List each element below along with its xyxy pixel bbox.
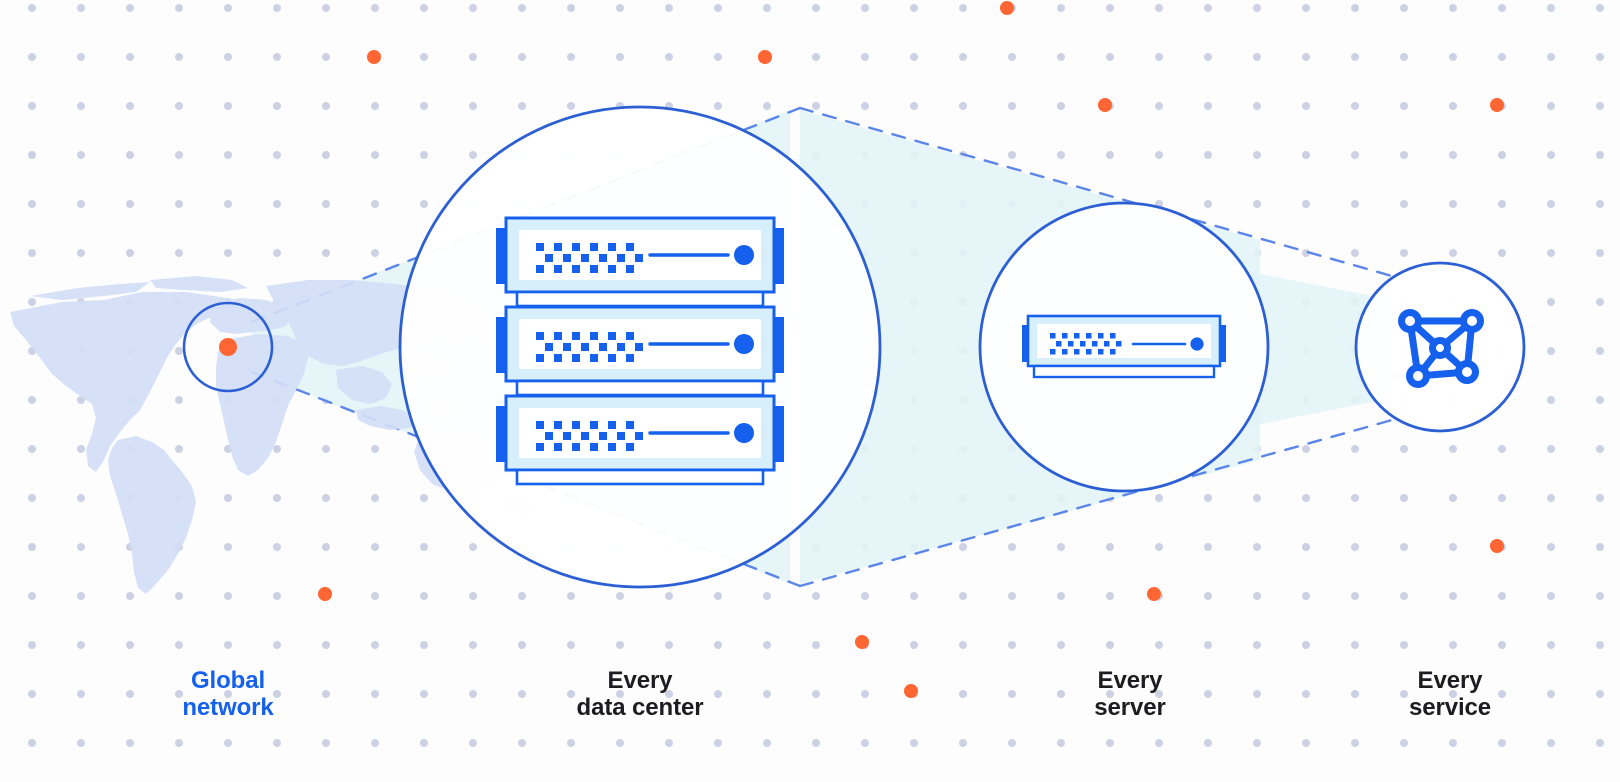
led-matrix — [536, 421, 643, 451]
graph-node — [1398, 309, 1422, 333]
led-matrix — [536, 332, 643, 362]
server-circle — [978, 201, 1270, 493]
status-led — [734, 334, 754, 354]
graph-node — [1455, 360, 1479, 384]
server-rack-unit — [496, 216, 784, 308]
highlight-dots — [318, 1, 1504, 698]
led-matrix — [1050, 333, 1122, 355]
globe-location-marker — [219, 338, 237, 356]
graph-node — [1406, 364, 1430, 388]
status-led — [1190, 337, 1204, 351]
status-led — [734, 423, 754, 443]
server-rack-unit — [496, 394, 784, 486]
globe-highlight-circle — [182, 301, 274, 393]
server-rack-icon — [496, 216, 784, 486]
service-circle — [1354, 261, 1526, 433]
graph-node-center — [1429, 337, 1451, 359]
graph-node — [1460, 309, 1484, 333]
datacenter-circle — [398, 105, 882, 589]
server-unit-icon — [1022, 314, 1226, 379]
status-led — [734, 245, 754, 265]
network-graph-icon — [1398, 309, 1484, 388]
led-matrix — [536, 243, 643, 273]
server-rack-unit — [496, 305, 784, 397]
